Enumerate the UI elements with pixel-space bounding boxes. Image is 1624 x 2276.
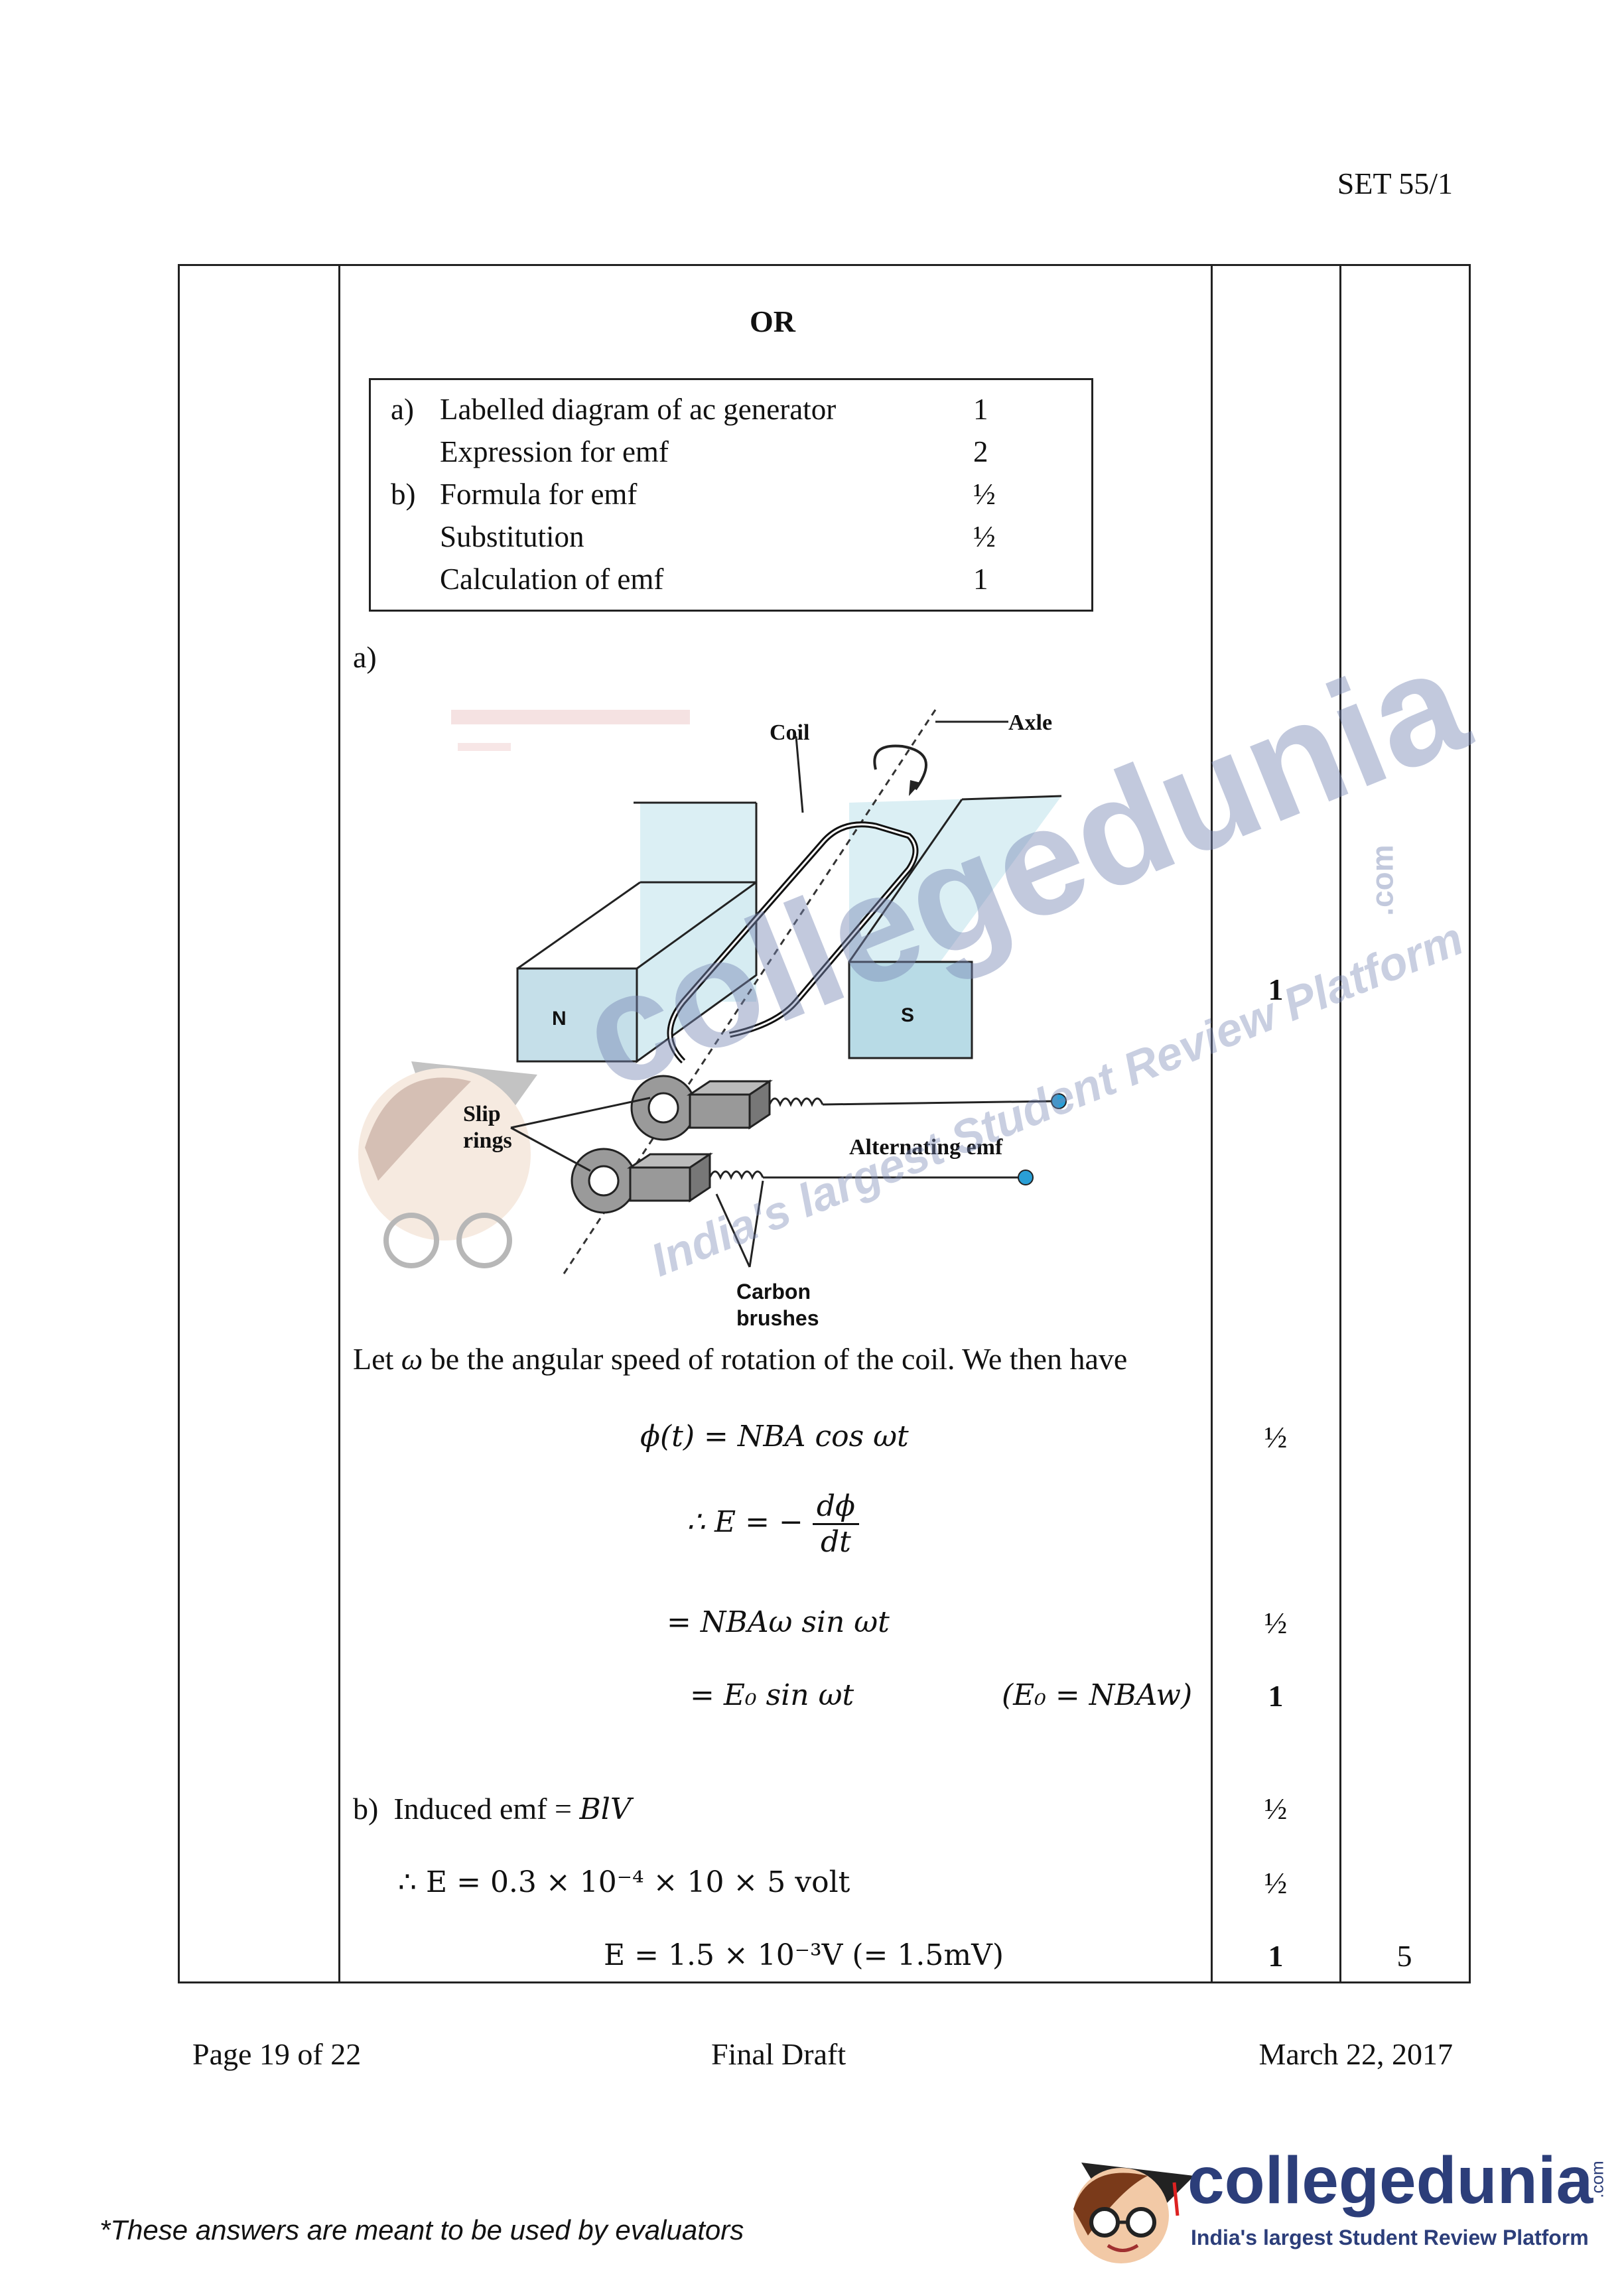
scheme-item-expression: Expression for emf <box>440 435 669 468</box>
set-code: SET 55/1 <box>1337 167 1453 200</box>
equation-e0-note: (E₀ = NBAw) <box>1002 1678 1193 1712</box>
part-a-label: a) <box>353 640 377 674</box>
scheme-item-formula: Formula for emf <box>440 478 638 511</box>
label-axle: Axle <box>1008 710 1052 735</box>
label-coil: Coil <box>770 720 809 745</box>
north-magnet <box>516 801 758 1063</box>
scheme-marks-substitution: ½ <box>973 520 996 553</box>
scheme-marks-expression: 2 <box>973 435 988 468</box>
mascot-watermark <box>358 1061 537 1268</box>
scheme-item-substitution: Substitution <box>440 520 584 553</box>
mark-substitution: ½ <box>1264 1866 1288 1900</box>
mark-result: 1 <box>1268 1939 1284 1973</box>
scheme-marks-diagram: 1 <box>973 393 988 426</box>
terminal-bottom <box>1018 1170 1034 1185</box>
or-heading: OR <box>750 304 795 338</box>
label-brushes: brushes <box>736 1306 819 1330</box>
mark-eq1: ½ <box>1264 1420 1288 1454</box>
disclaimer: *These answers are meant to be used by e… <box>100 2214 744 2245</box>
label-south: S <box>901 1004 914 1026</box>
scheme-marks-formula: ½ <box>973 478 996 511</box>
terminal-top <box>1051 1093 1067 1109</box>
result-equation: E = 1.5 × 10⁻³V (= 1.5mV) <box>604 1938 1004 1972</box>
label-north: N <box>552 1008 567 1030</box>
equation-emf-final: = E₀ sin ωt <box>690 1678 854 1712</box>
mark-eq4: 1 <box>1268 1679 1284 1713</box>
mark-eq3: ½ <box>1264 1606 1288 1640</box>
label-carbon: Carbon <box>736 1280 811 1304</box>
part-b-line: b) Induced emf = BlV <box>353 1792 632 1826</box>
carbon-brushes <box>627 1079 773 1203</box>
south-magnet <box>848 795 1062 1059</box>
scheme-item-calculation: Calculation of emf <box>440 563 664 596</box>
slip-rings <box>571 1075 697 1214</box>
intro-text: Let ω be the angular speed of rotation o… <box>353 1342 1128 1376</box>
label-slip: Slip <box>463 1102 501 1126</box>
equation-flux: ϕ(t) = NBA cos ωt <box>640 1420 909 1453</box>
rotation-arrow <box>873 744 927 791</box>
substitution-equation: ∴ E = 0.3 × 10⁻⁴ × 10 × 5 volt <box>398 1865 850 1899</box>
logo-brand: collegedunia <box>1187 2143 1593 2218</box>
marking-scheme-box: a) Labelled diagram of ac generator 1 Ex… <box>369 378 1093 612</box>
label-rings: rings <box>463 1128 512 1153</box>
mark-diagram: 1 <box>1268 972 1284 1006</box>
scheme-item-diagram: Labelled diagram of ac generator <box>440 393 837 426</box>
scheme-marks-calculation: 1 <box>973 563 988 596</box>
logo-tagline: India's largest Student Review Platform <box>1191 2226 1589 2249</box>
mascot-icon <box>1073 2163 1194 2263</box>
label-alternating-emf: Alternating emf <box>849 1135 1003 1160</box>
logo-com: .com <box>1587 2161 1607 2198</box>
page-number: Page 19 of 22 <box>192 2037 362 2071</box>
draft-status: Final Draft <box>711 2037 846 2071</box>
scheme-prefix-b: b) <box>391 478 416 511</box>
watermark-com: .com <box>1365 844 1400 916</box>
scheme-prefix-a: a) <box>391 393 414 426</box>
mark-part-b: ½ <box>1264 1792 1288 1826</box>
collegedunia-logo: collegedunia .com India's largest Studen… <box>1042 2123 1607 2269</box>
equation-emf-expanded: = NBAω sin ωt <box>667 1605 890 1639</box>
total-marks: 5 <box>1396 1939 1412 1973</box>
ac-generator-diagram: Coil Axle N S Slip rings Alternating emf… <box>358 709 1067 1330</box>
footer-date: March 22, 2017 <box>1258 2037 1453 2071</box>
